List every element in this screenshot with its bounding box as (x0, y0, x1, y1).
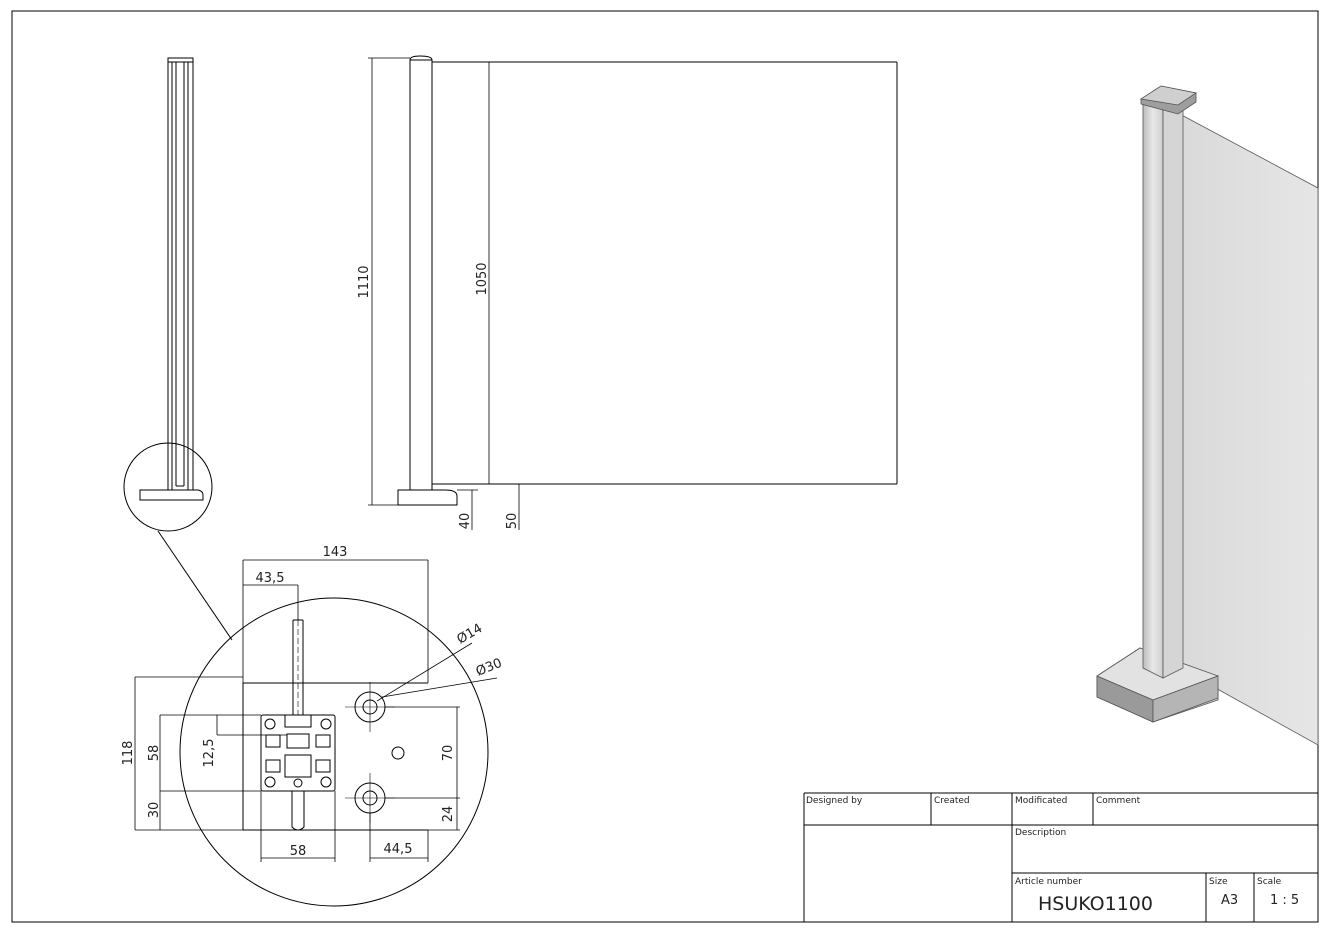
title-block (803, 792, 1318, 922)
detail-circle-side (123, 442, 213, 532)
dim-height-glass: 1050 (475, 262, 490, 295)
dim-glass-gap: 50 (505, 513, 520, 530)
dim-post-offset: 43,5 (256, 571, 285, 586)
title-article-label: Article number (1015, 877, 1082, 887)
dim-base-width: 143 (323, 545, 348, 560)
title-comment: Comment (1096, 796, 1141, 806)
title-scale-label: Scale (1257, 877, 1282, 887)
dim-hole-small: Ø14 (455, 621, 486, 647)
dim-hole-large: Ø30 (474, 656, 504, 680)
dim-post-front: 30 (147, 802, 162, 819)
dim-hole-side: 44,5 (384, 842, 413, 857)
dim-hole-edge: 24 (441, 806, 456, 823)
plan-detail-dims (134, 559, 498, 862)
isometric-view (1096, 85, 1319, 746)
title-size-value: A3 (1221, 893, 1238, 908)
front-view-dims (368, 57, 520, 530)
dim-post-depth: 58 (147, 745, 162, 762)
dim-height-total: 1110 (357, 265, 372, 298)
title-scale-value: 1 : 5 (1270, 893, 1299, 908)
dim-hole-spacing: 70 (441, 745, 456, 762)
dim-post-width: 58 (290, 844, 307, 859)
title-size-label: Size (1209, 877, 1228, 887)
dim-base-depth: 118 (121, 741, 136, 766)
detail-leader (157, 530, 233, 641)
front-view (397, 55, 898, 506)
title-modified: Modificated (1015, 796, 1067, 806)
title-created: Created (934, 796, 970, 806)
dim-slot-offset: 12,5 (202, 739, 217, 768)
dim-base-gap: 40 (458, 513, 473, 530)
title-designed-by: Designed by (806, 796, 863, 806)
sheet-border (11, 10, 1319, 923)
plan-detail (179, 597, 489, 907)
title-article-value: HSUKO1100 (1038, 893, 1153, 915)
side-view (167, 57, 194, 490)
title-description: Description (1015, 828, 1066, 838)
